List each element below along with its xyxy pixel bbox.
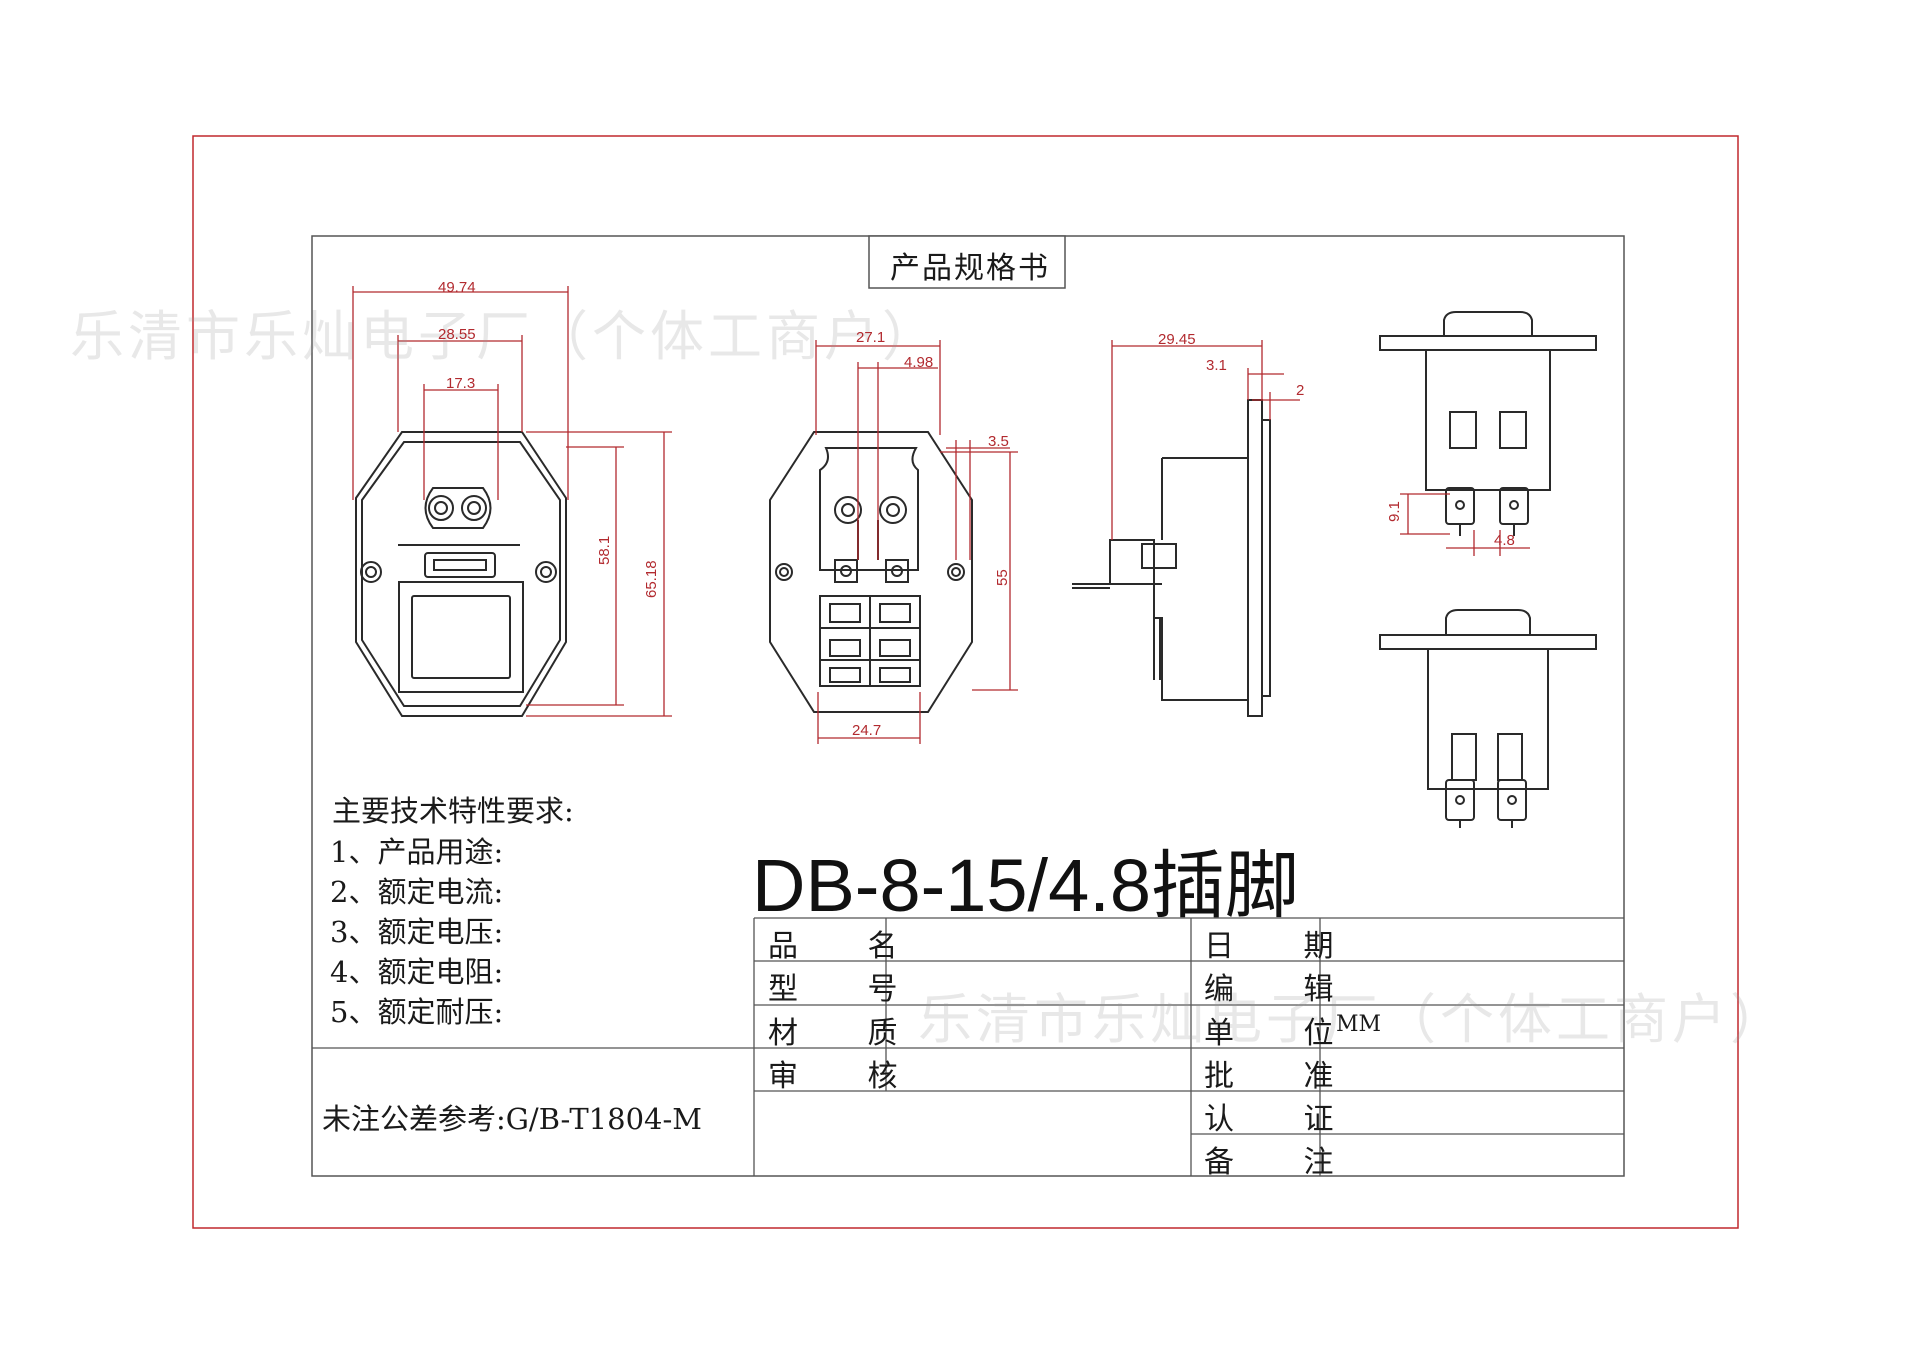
product-title: DB-8-15/4.8插脚 <box>752 844 1299 927</box>
dim-side-thickness: 2 <box>1296 382 1305 399</box>
dim-front-width-mid: 28.55 <box>438 326 476 343</box>
title-tab: 产品规格书 <box>890 251 1050 286</box>
profile-view-lower <box>1379 609 1597 828</box>
tolerance-note: 未注公差参考:G/B-T1804-M <box>322 1102 702 1136</box>
dim-pin-width: 4.8 <box>1494 532 1515 549</box>
table-label-certify: 认 证 <box>1204 1102 1364 1137</box>
dim-back-height: 55 <box>994 569 1011 586</box>
watermark-upper: 乐清市乐灿电子厂（个体工商户） <box>70 305 940 368</box>
table-label-editor: 编 辑 <box>1204 972 1364 1007</box>
dim-side-depth: 29.45 <box>1158 331 1196 348</box>
dim-front-height-inner: 58.1 <box>596 535 613 565</box>
dim-back-width-bottom: 24.7 <box>852 722 882 739</box>
dim-back-offset-right: 3.5 <box>988 433 1009 450</box>
requirement-item: 2、额定电流: <box>330 875 504 909</box>
table-unit-value: MM <box>1336 1012 1382 1037</box>
side-view <box>1072 399 1271 717</box>
outer-border <box>192 135 1739 1229</box>
spec-table-grid <box>312 917 1624 1176</box>
dim-back-offset-top: 4.98 <box>904 354 934 371</box>
table-label-date: 日 期 <box>1204 929 1364 964</box>
dim-front-height-outer: 65.18 <box>643 560 660 598</box>
dim-side-flange: 3.1 <box>1206 357 1227 374</box>
requirement-item: 5、额定耐压: <box>330 995 504 1029</box>
table-label-approve: 批 准 <box>1204 1059 1364 1094</box>
dim-back-width-top: 27.1 <box>856 329 886 346</box>
table-label-remark: 备 注 <box>1204 1145 1364 1180</box>
dim-pin-height: 9.1 <box>1386 501 1403 522</box>
requirement-item: 3、额定电压: <box>330 915 504 949</box>
watermark-lower: 乐清市乐灿电子厂（个体工商户） <box>918 988 1788 1051</box>
table-label-model: 型 号 <box>768 972 928 1007</box>
title-tab-box <box>868 235 1066 289</box>
table-label-name: 品 名 <box>768 929 928 964</box>
back-view <box>769 431 973 713</box>
table-label-review: 审 核 <box>768 1059 928 1094</box>
dim-front-width-inner: 17.3 <box>446 375 476 392</box>
table-label-unit: 单 位 <box>1204 1016 1364 1051</box>
dimension-lines <box>352 286 1530 744</box>
profile-view-upper <box>1379 311 1597 536</box>
requirement-item: 1、产品用途: <box>330 835 504 869</box>
table-label-material: 材 质 <box>768 1016 928 1051</box>
requirement-item: 4、额定电阻: <box>330 955 504 989</box>
requirements-heading: 主要技术特性要求: <box>332 794 574 828</box>
dim-front-width-outer: 49.74 <box>438 279 476 296</box>
front-view <box>355 431 567 717</box>
